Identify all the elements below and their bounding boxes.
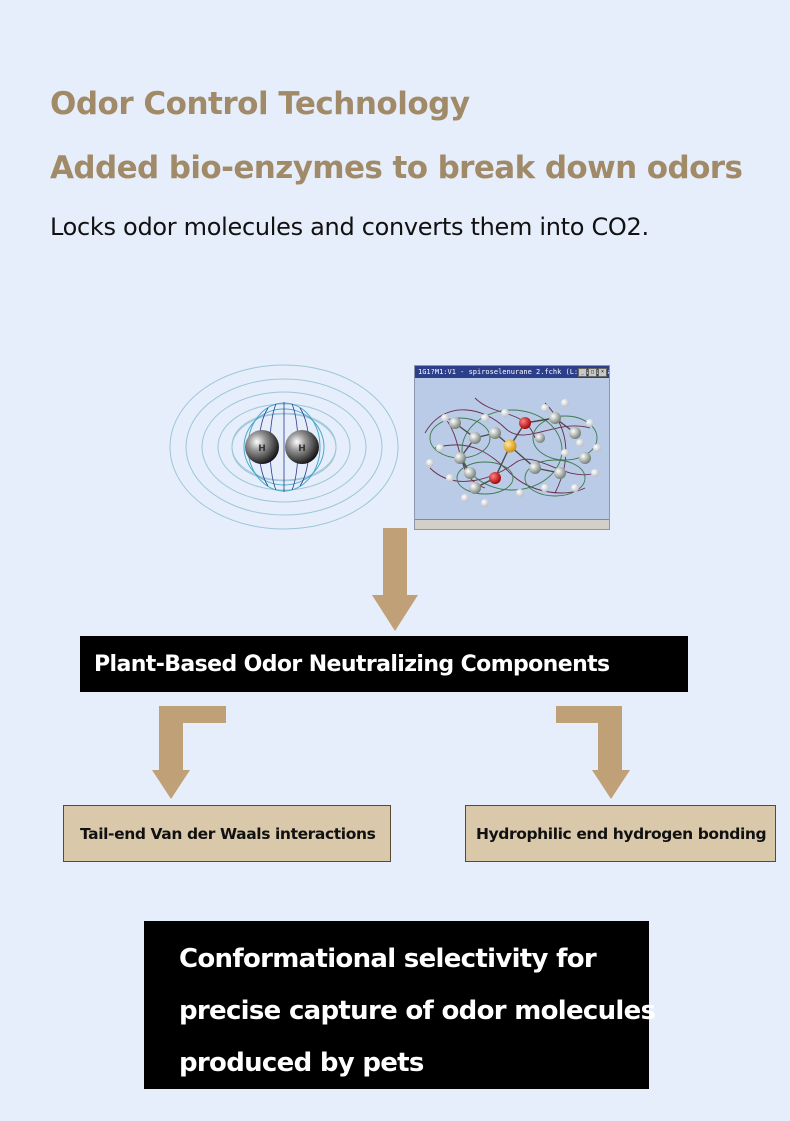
atom-label-right: H [298,444,306,454]
page-subtitle: Added bio-enzymes to break down odors [50,150,743,186]
result-box: Conformational selectivity for precise c… [144,921,656,1089]
hydrogen-bonding-box: Hydrophilic end hydrogen bonding [465,805,776,862]
down-arrow-icon [372,528,418,631]
result-line-1: Conformational selectivity for [179,944,597,974]
molecule-contour-plot [424,397,601,507]
molecule-simulation-window: 1G1?M1:V1 - spiroselenurane 2.fchk (L:/G… [414,365,610,530]
right-branch-arrow-icon [556,706,630,799]
page-description: Locks odor molecules and converts them i… [50,213,649,241]
field-lines-diagram: H H [169,364,399,530]
simulation-window-titlebar: 1G1?M1:V1 - spiroselenurane 2.fchk (L:/G… [415,366,609,378]
right-branch-label: Hydrophilic end hydrogen bonding [476,824,767,843]
hydrogen-atom-left [245,430,279,464]
van-der-waals-box: Tail-end Van der Waals interactions [63,805,391,862]
maximize-icon: □ [588,368,597,377]
oxygen-atom-top [519,417,531,429]
oxygen-atom-bottom [489,472,501,484]
result-line-3: produced by pets [179,1048,424,1078]
atom-label-left: H [258,444,266,454]
left-branch-label: Tail-end Van der Waals interactions [80,824,376,843]
hydrogen-molecule-field-image: H H [168,362,400,532]
minimize-icon: _ [578,368,587,377]
selenium-atom [503,439,517,453]
main-component-box: Plant-Based Odor Neutralizing Components [80,636,688,692]
result-line-2: precise capture of odor molecules [179,996,656,1026]
hydrogen-atom-right [285,430,319,464]
page-title: Odor Control Technology [50,86,470,122]
simulation-window-title: 1G1?M1:V1 - spiroselenurane 2.fchk (L:/G… [418,368,610,376]
close-icon: × [598,368,607,377]
simulation-window-statusbar [415,519,609,529]
main-component-label: Plant-Based Odor Neutralizing Components [94,651,610,677]
left-branch-arrow-icon [152,706,226,799]
